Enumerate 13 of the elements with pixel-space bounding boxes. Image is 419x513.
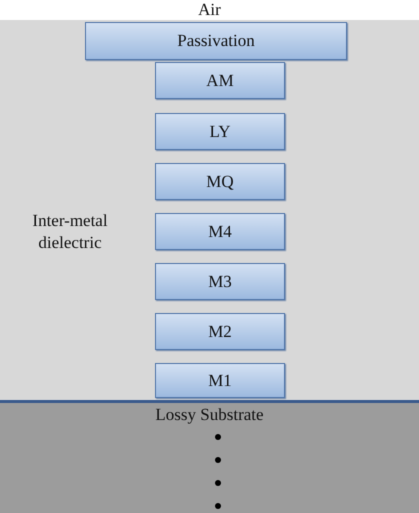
region-label: Lossy Substrate [154,405,265,425]
metal-layer-box: LY [155,113,285,150]
metal-layer-box: M2 [155,313,285,350]
metal-layer-box: AM [155,62,285,99]
metal-layer-box: M3 [155,263,285,300]
metal-layer-box: M1 [155,363,285,398]
dielectric-region [0,20,419,400]
metal-layer-box: MQ [155,163,285,200]
metal-layer-box: Passivation [85,22,347,60]
region-label: Inter-metal dielectric [31,210,109,254]
substrate-region [0,403,419,513]
metal-layer-box: M4 [155,213,285,250]
medium-label: Air [197,0,222,20]
